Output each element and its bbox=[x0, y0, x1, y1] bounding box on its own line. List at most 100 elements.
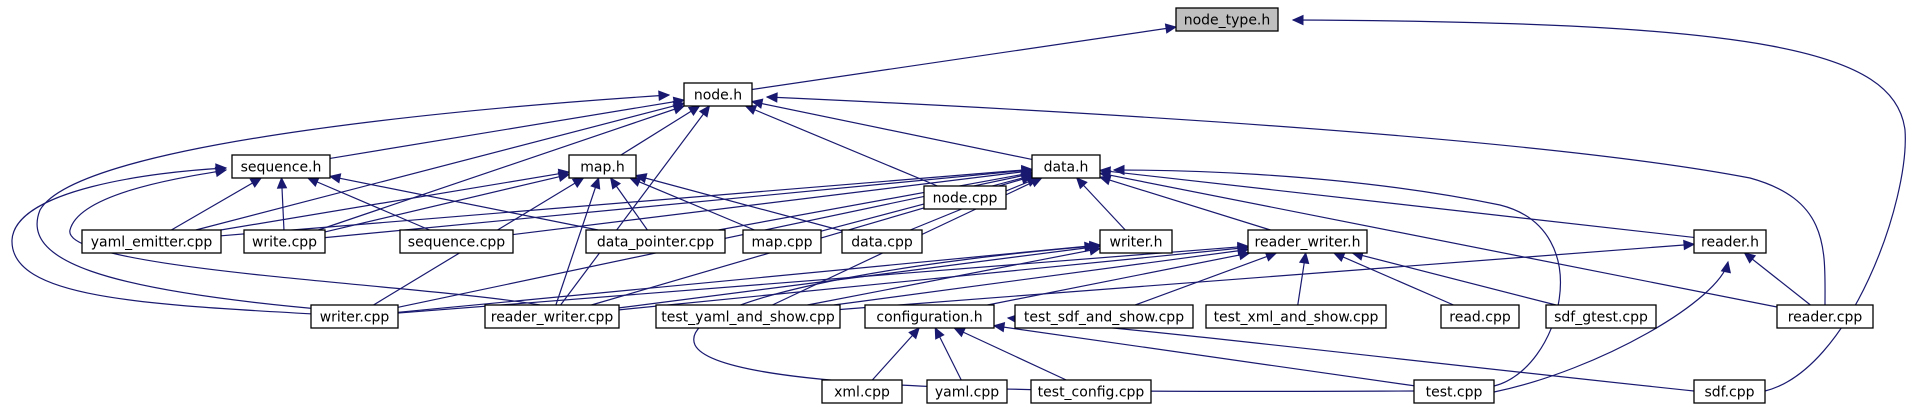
node-box bbox=[484, 304, 620, 329]
node-configuration-h[interactable]: configuration.h bbox=[864, 304, 995, 329]
node-node-type-h: node_type.h bbox=[1175, 7, 1279, 32]
edge-arrowhead bbox=[750, 98, 764, 109]
edge-node-h-to-node-type-h bbox=[751, 23, 1178, 91]
edge-arrowhead bbox=[1238, 249, 1251, 261]
node-map-cpp[interactable]: map.cpp bbox=[742, 229, 822, 254]
edge-data-pointer-cpp-to-map-h bbox=[609, 177, 648, 231]
node-test-yaml-and-show-cpp[interactable]: test_yaml_and_show.cpp bbox=[655, 304, 841, 329]
node-read-cpp[interactable]: read.cpp bbox=[1440, 304, 1520, 329]
edge-yaml-emitter-cpp-to-sequence-h bbox=[171, 177, 263, 231]
node-sdf-gtest-cpp[interactable]: sdf_gtest.cpp bbox=[1545, 304, 1657, 329]
edge-arrowhead bbox=[765, 92, 778, 103]
edge-xml-cpp-to-configuration-h bbox=[871, 327, 920, 381]
edge-arrowhead bbox=[628, 177, 642, 187]
node-box bbox=[568, 154, 637, 179]
node-label: reader.cpp bbox=[1788, 310, 1863, 326]
node-xml-cpp[interactable]: xml.cpp bbox=[821, 379, 903, 404]
edge-arrowhead bbox=[1084, 241, 1097, 253]
node-box bbox=[841, 229, 923, 254]
edge-node-cpp-to-node-h bbox=[744, 105, 938, 187]
node-test-config-cpp[interactable]: test_config.cpp bbox=[1030, 379, 1152, 404]
node-box bbox=[1205, 304, 1387, 329]
edge-configuration-h-to-reader-writer-h bbox=[987, 249, 1251, 306]
node-box bbox=[1031, 154, 1101, 179]
edge-line bbox=[751, 100, 1033, 161]
node-data-pointer-cpp[interactable]: data_pointer.cpp bbox=[585, 229, 726, 254]
edge-line bbox=[195, 102, 685, 231]
edge-line bbox=[324, 169, 1033, 239]
node-sdf-cpp[interactable]: sdf.cpp bbox=[1693, 379, 1766, 404]
node-yaml-emitter-cpp[interactable]: yaml_emitter.cpp bbox=[81, 229, 222, 254]
node-box bbox=[81, 229, 222, 254]
node-box bbox=[1247, 229, 1368, 254]
edge-line bbox=[220, 168, 1033, 237]
edge-writer-h-to-data-h bbox=[1075, 177, 1126, 231]
node-node-h[interactable]: node.h bbox=[683, 82, 753, 107]
edge-line bbox=[993, 325, 1415, 387]
node-writer-cpp[interactable]: writer.cpp bbox=[310, 304, 399, 329]
node-label: node.h bbox=[694, 88, 742, 104]
edge-arrowhead bbox=[744, 105, 758, 115]
node-sequence-h[interactable]: sequence.h bbox=[231, 154, 331, 179]
node-yaml-cpp[interactable]: yaml.cpp bbox=[926, 379, 1008, 404]
node-data-h[interactable]: data.h bbox=[1031, 154, 1101, 179]
node-test-sdf-and-show-cpp[interactable]: test_sdf_and_show.cpp bbox=[1014, 304, 1194, 329]
node-node-cpp[interactable]: node.cpp bbox=[923, 185, 1007, 210]
node-box bbox=[1030, 379, 1152, 404]
edge-arrowhead bbox=[609, 177, 621, 190]
edge-line bbox=[635, 174, 843, 232]
node-box bbox=[742, 229, 822, 254]
node-sequence-cpp[interactable]: sequence.cpp bbox=[399, 229, 514, 254]
node-reader-h[interactable]: reader.h bbox=[1693, 229, 1767, 254]
node-reader-cpp[interactable]: reader.cpp bbox=[1776, 304, 1874, 329]
edge-line bbox=[718, 172, 1033, 231]
node-data-cpp[interactable]: data.cpp bbox=[841, 229, 923, 254]
node-box bbox=[585, 229, 726, 254]
node-writer-h[interactable]: writer.h bbox=[1099, 229, 1173, 254]
edge-line bbox=[329, 175, 599, 231]
edge-test-sdf-and-show-cpp-to-reader-writer-h bbox=[1134, 251, 1278, 306]
edge-line bbox=[36, 94, 670, 311]
node-label: read.cpp bbox=[1449, 310, 1511, 326]
edge-arrowhead bbox=[1098, 170, 1112, 181]
edge-line bbox=[324, 173, 570, 233]
node-reader-writer-h[interactable]: reader_writer.h bbox=[1247, 229, 1368, 254]
node-map-h[interactable]: map.h bbox=[568, 154, 637, 179]
node-label: reader_writer.h bbox=[1255, 235, 1361, 251]
edge-line bbox=[307, 177, 430, 231]
edge-arrowhead bbox=[571, 177, 585, 188]
edge-arrowhead bbox=[934, 326, 945, 340]
node-label: map.cpp bbox=[751, 235, 812, 251]
node-box bbox=[926, 379, 1008, 404]
edge-line bbox=[1292, 19, 1906, 392]
edge-line bbox=[171, 177, 262, 231]
node-box bbox=[1099, 229, 1173, 254]
edge-line bbox=[555, 177, 600, 306]
node-reader-writer-cpp[interactable]: reader_writer.cpp bbox=[484, 304, 620, 329]
node-label: test_xml_and_show.cpp bbox=[1214, 310, 1379, 326]
edge-line bbox=[397, 244, 1101, 313]
edge-line bbox=[1352, 252, 1557, 306]
edge-line bbox=[318, 105, 685, 231]
node-test-xml-and-show-cpp[interactable]: test_xml_and_show.cpp bbox=[1205, 304, 1387, 329]
edge-yaml-cpp-to-configuration-h bbox=[934, 326, 962, 381]
edge-line bbox=[11, 167, 351, 317]
edge-reader-h-to-data-h bbox=[1098, 166, 1695, 239]
edge-arrowhead bbox=[698, 105, 711, 118]
edge-arrowhead bbox=[1743, 252, 1757, 264]
edge-line bbox=[766, 96, 1826, 306]
edge-data-pointer-cpp-to-sequence-h bbox=[328, 173, 599, 231]
edge-reader-writer-cpp-to-map-h bbox=[555, 176, 601, 306]
edge-line bbox=[1099, 169, 1695, 239]
edge-line bbox=[629, 177, 755, 231]
node-write-cpp[interactable]: write.cpp bbox=[243, 229, 326, 254]
edge-arrowhead bbox=[672, 104, 686, 115]
edge-write-cpp-to-node-h bbox=[318, 104, 686, 231]
node-test-cpp[interactable]: test.cpp bbox=[1413, 379, 1495, 404]
node-label: node.cpp bbox=[933, 191, 998, 207]
node-label: reader.h bbox=[1701, 235, 1759, 251]
edge-arrowhead bbox=[1164, 23, 1178, 34]
node-box bbox=[1693, 229, 1767, 254]
node-label: reader_writer.cpp bbox=[491, 310, 614, 326]
